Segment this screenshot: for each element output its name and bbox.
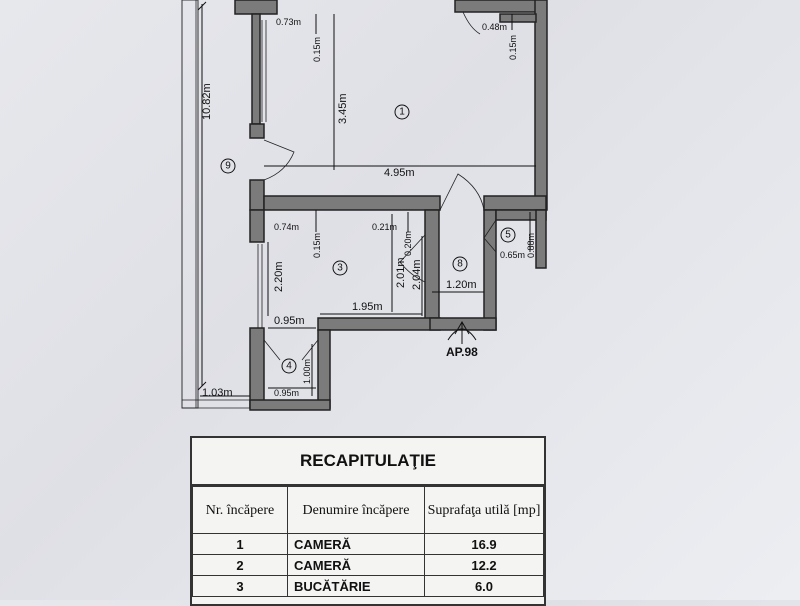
door-swing [263, 139, 295, 181]
header-room-number: Nr. încăpere [192, 486, 288, 534]
dim-label: 0.95m [274, 315, 305, 327]
dim-label: 0.15m [312, 37, 322, 62]
room-marker-3: 3 [332, 260, 348, 276]
cell-area: 12.2 [424, 554, 544, 576]
dim-label: 0.73m [276, 17, 301, 27]
table-header-row: Nr. încăpere Denumire încăpere Suprafaţa… [192, 486, 544, 534]
wall-segment [249, 399, 331, 411]
cell-number: 1 [192, 533, 288, 555]
window-wall [251, 13, 261, 125]
wall-segment [249, 179, 265, 211]
room-marker-8: 8 [452, 256, 468, 272]
dim-label: 1.20m [446, 279, 477, 291]
table-row: 3 BUCĂTĂRIE 6.0 [192, 575, 544, 597]
wall-segment [534, 0, 548, 211]
wall-segment [317, 317, 441, 331]
wall-segment [454, 0, 546, 13]
header-area: Suprafaţa utilă [mp] [424, 486, 544, 534]
wall-segment [249, 327, 265, 409]
room-table: Nr. încăpere Denumire încăpere Suprafaţa… [192, 486, 544, 597]
wall-segment [249, 123, 265, 139]
dim-label: 1.00m [302, 359, 312, 384]
room-marker-5: 5 [500, 227, 516, 243]
wall-segment [234, 0, 278, 15]
table-row: 2 CAMERĂ 12.2 [192, 554, 544, 576]
floor-plan: 0.73m 0.15m 0.48m 0.15m 10.82m 3.45m 4.9… [181, 0, 548, 411]
cell-number: 2 [192, 554, 288, 576]
dim-label: 2.20m [273, 261, 285, 292]
wall-segment [483, 195, 547, 211]
room-marker-9: 9 [220, 158, 236, 174]
svg-text:4: 4 [286, 361, 292, 372]
svg-text:5: 5 [505, 230, 511, 241]
wall-segment [424, 209, 440, 321]
dim-label: 0.95m [274, 388, 299, 398]
svg-text:1: 1 [399, 107, 405, 118]
table-row: 1 CAMERĂ 16.9 [192, 533, 544, 555]
cell-number: 3 [192, 575, 288, 597]
dim-label: 2.01m [395, 257, 407, 288]
dim-label: 1.95m [352, 301, 383, 313]
apartment-label: AP.98 [446, 345, 478, 359]
dim-label: 0.15m [312, 233, 322, 258]
dim-label: 0.48m [482, 22, 507, 32]
table-title: RECAPITULAŢIE [192, 438, 544, 486]
wall-segment [317, 329, 331, 409]
dim-label: 4.95m [384, 167, 415, 179]
wall-segment [483, 209, 497, 331]
summary-table: RECAPITULAŢIE Nr. încăpere Denumire încă… [190, 436, 546, 606]
cell-name: CAMERĂ [287, 533, 425, 555]
cell-name: CAMERĂ [287, 554, 425, 576]
wall-segment [535, 209, 547, 269]
svg-text:9: 9 [225, 161, 231, 172]
dim-label: 0.65m [500, 250, 525, 260]
dim-label: 1.03m [202, 387, 233, 399]
header-room-name: Denumire încăpere [287, 486, 425, 534]
room-marker-4: 4 [281, 358, 297, 374]
wall-segment [499, 13, 537, 23]
wall-segment [263, 195, 441, 211]
door-swing [439, 173, 485, 211]
dim-label: 10.82m [201, 83, 213, 120]
dim-label: 0.15m [508, 35, 518, 60]
dim-label: 0.21m [372, 222, 397, 232]
room-marker-1: 1 [394, 104, 410, 120]
dim-label: 0.74m [274, 222, 299, 232]
cell-area: 16.9 [424, 533, 544, 555]
dim-label: 0.20m [403, 231, 413, 256]
svg-text:8: 8 [457, 259, 463, 270]
dim-label: 0.88m [526, 233, 536, 258]
svg-text:3: 3 [337, 263, 343, 274]
cell-area: 6.0 [424, 575, 544, 597]
dim-label: 3.45m [337, 93, 349, 124]
cell-name: BUCĂTĂRIE [287, 575, 425, 597]
dim-label: 2.04m [411, 259, 423, 290]
wall-segment [249, 209, 265, 243]
